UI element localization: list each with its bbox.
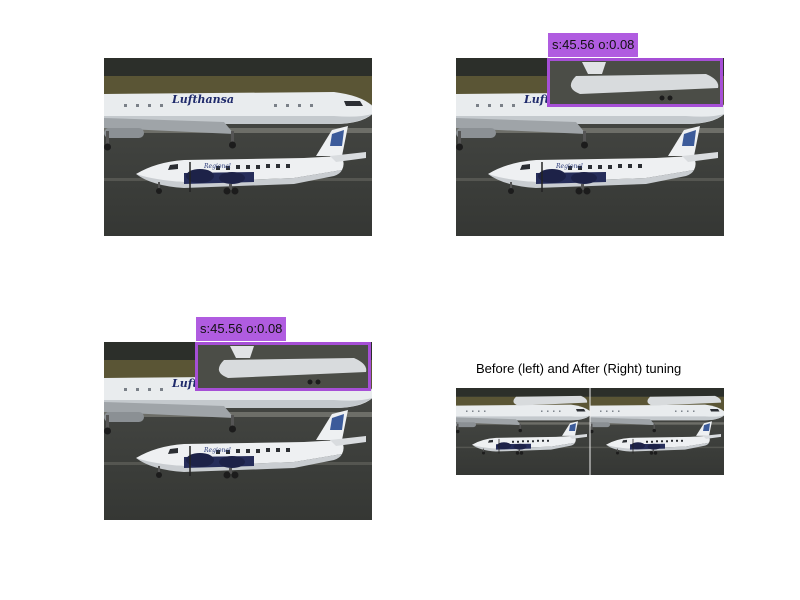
- detection-score-label: s:45.56 o:0.08: [196, 317, 287, 341]
- airliner-livery-text: Lufthansa: [171, 93, 234, 106]
- original-image-panel: Lufthansa Regional: [104, 58, 372, 236]
- detection-image-panel-2: Lufthansa Regional: [104, 342, 372, 520]
- comparison-panel: [456, 388, 724, 475]
- detection-image-panel-1: Lufthansa Regional: [456, 58, 724, 236]
- turboprop-livery-text: Regional: [203, 163, 231, 170]
- detection-box: [195, 342, 371, 391]
- turboprop-livery-text: Regional: [555, 163, 583, 170]
- detected-aircraft: [196, 344, 370, 390]
- turboprop-livery-text: Regional: [203, 447, 231, 454]
- detected-aircraft: [548, 60, 722, 106]
- detection-score-label: s:45.56 o:0.08: [548, 33, 639, 57]
- comparison-title: Before (left) and After (Right) tuning: [476, 361, 682, 376]
- detection-box: [547, 58, 723, 107]
